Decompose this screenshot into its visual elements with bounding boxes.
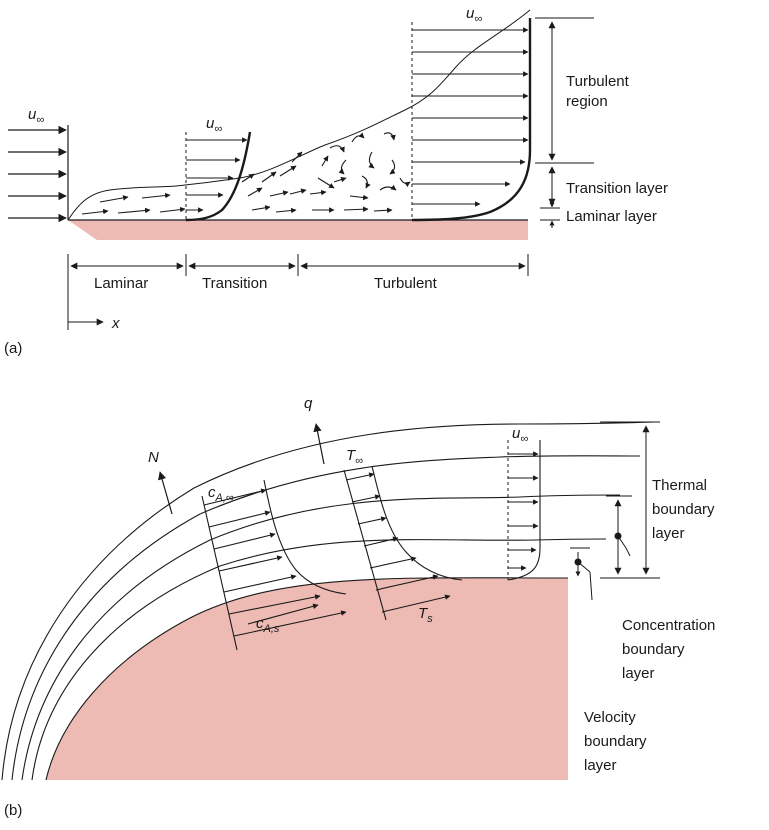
panel-b: cA,∞ cA,s T∞ Ts u∞ bbox=[1, 395, 715, 819]
zone-laminar-label: Laminar bbox=[94, 275, 148, 292]
laminar-velocity-arrows bbox=[81, 192, 186, 215]
x-axis-label: x bbox=[111, 315, 120, 332]
velocity-label-3: layer bbox=[584, 757, 617, 774]
u-inf-left-label: u∞ bbox=[28, 106, 44, 126]
concentration-label-3: layer bbox=[622, 665, 655, 682]
transition-eddy-arrows bbox=[241, 151, 307, 214]
panel-b-label: (b) bbox=[4, 802, 22, 819]
u-inf-label-b: u∞ bbox=[512, 425, 528, 445]
turbulent-region-label-1: Turbulent bbox=[566, 73, 630, 90]
velocity-label-2: boundary bbox=[584, 733, 647, 750]
zone-dimensions bbox=[67, 254, 529, 330]
velocity-label-1: Velocity bbox=[584, 709, 636, 726]
q-label: q bbox=[304, 395, 313, 412]
velocity-profile bbox=[507, 440, 541, 581]
zone-turbulent-label: Turbulent bbox=[374, 275, 438, 292]
concentration-profile bbox=[201, 479, 347, 651]
layer-dimensions bbox=[535, 17, 594, 228]
zone-transition-label: Transition bbox=[202, 275, 267, 292]
thermal-label-3: layer bbox=[652, 525, 685, 542]
n-label: N bbox=[148, 449, 159, 466]
turbulent-profile bbox=[411, 18, 532, 222]
t-s-label: Ts bbox=[418, 605, 433, 625]
mass-flux-arrow bbox=[158, 471, 173, 515]
flat-plate bbox=[68, 220, 528, 240]
panel-a-label: (a) bbox=[4, 340, 22, 357]
concentration-label-2: boundary bbox=[622, 641, 685, 658]
boundary-layer-edge bbox=[67, 9, 531, 221]
streamlines bbox=[1, 421, 657, 781]
concentration-label-1: Concentration bbox=[622, 617, 715, 634]
c-a-s-label: cA,s bbox=[256, 615, 280, 635]
turbulent-region-label-2: region bbox=[566, 93, 608, 110]
curved-surface-body bbox=[46, 577, 568, 780]
laminar-layer-label: Laminar layer bbox=[566, 208, 657, 225]
transition-layer-label: Transition layer bbox=[566, 180, 668, 197]
turbulent-eddy-arrows bbox=[309, 132, 411, 214]
panel-a: u∞ u∞ bbox=[4, 5, 668, 357]
boundary-layer-markers bbox=[570, 421, 660, 601]
heat-flux-arrow bbox=[313, 423, 325, 465]
transition-profile bbox=[185, 131, 252, 222]
u-inf-mid-label: u∞ bbox=[206, 115, 222, 135]
t-inf-label: T∞ bbox=[346, 447, 363, 467]
u-inf-top-label: u∞ bbox=[466, 5, 482, 25]
temperature-profile bbox=[343, 465, 463, 621]
c-a-inf-label: cA,∞ bbox=[208, 484, 234, 504]
thermal-label-1: Thermal bbox=[652, 477, 707, 494]
inlet-profile bbox=[8, 125, 69, 223]
thermal-label-2: boundary bbox=[652, 501, 715, 518]
